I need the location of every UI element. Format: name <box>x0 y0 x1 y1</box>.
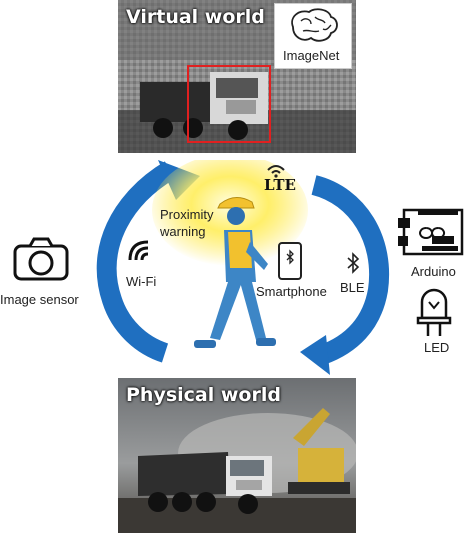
arduino-label: Arduino <box>411 264 456 279</box>
smartphone-icon <box>278 242 302 280</box>
dump-truck-icon <box>138 452 272 514</box>
wifi-icon <box>128 240 149 261</box>
brain-icon <box>291 8 338 42</box>
virtual-truck-icon <box>140 72 268 140</box>
imagenet-box: ImageNet <box>274 3 352 69</box>
imagenet-label: ImageNet <box>283 48 340 63</box>
virtual-world-title: Virtual world <box>126 6 265 28</box>
bluetooth-icon <box>347 252 360 274</box>
led-label: LED <box>424 340 450 355</box>
worker-figure <box>194 197 276 348</box>
led-icon <box>416 288 452 336</box>
smartphone-label: Smartphone <box>256 284 327 299</box>
excavator-icon <box>288 408 350 494</box>
lte-signal-icon <box>267 165 285 178</box>
physical-world-title: Physical world <box>126 384 281 406</box>
arduino-board-icon <box>398 208 464 256</box>
camera-icon <box>13 237 69 281</box>
lte-label: LTE <box>264 176 296 194</box>
image-sensor-label: Image sensor <box>0 292 79 307</box>
physical-world-panel <box>118 378 356 533</box>
proximity-warning-label: Proximity warning <box>160 207 214 239</box>
physical-world-image <box>118 378 356 533</box>
wifi-label: Wi-Fi <box>126 274 157 289</box>
right-arrow-head <box>300 335 330 375</box>
detection-box <box>187 65 271 143</box>
ble-label: BLE <box>340 280 365 295</box>
right-arrow <box>300 175 390 375</box>
